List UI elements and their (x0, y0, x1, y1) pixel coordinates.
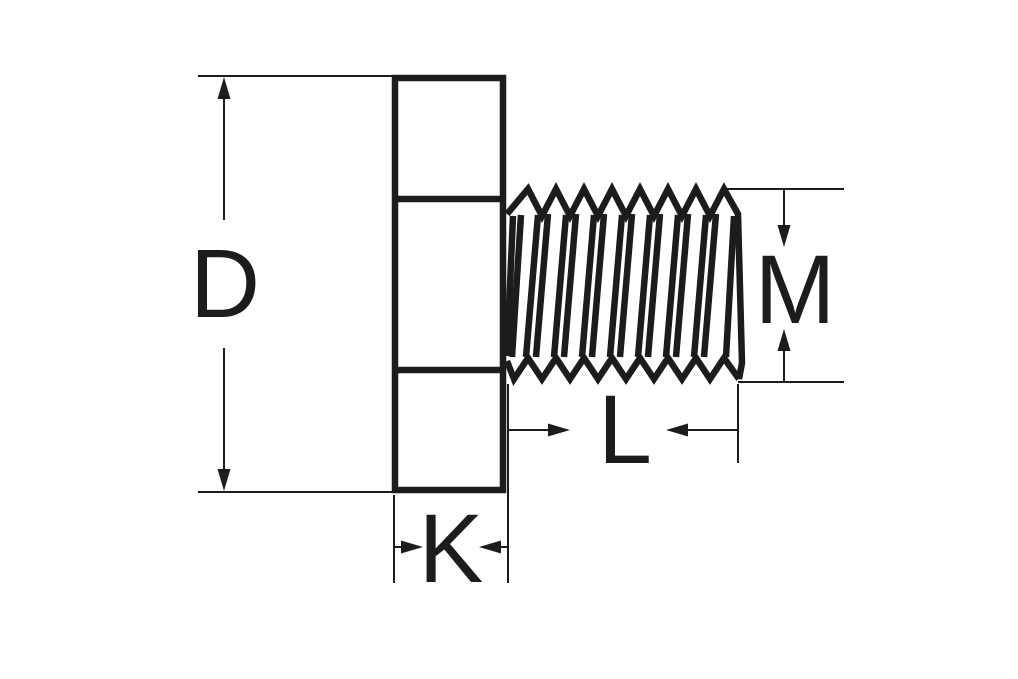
dimension-m: M (722, 188, 844, 383)
l-arrow-left (666, 423, 688, 437)
m-arrow-up (777, 329, 791, 351)
l-arrow-right (548, 423, 570, 437)
thread-profile (503, 181, 746, 387)
bolt-head (391, 74, 507, 494)
l-label: L (598, 375, 652, 484)
thread-bottom-crest (503, 352, 742, 387)
thread-flank-lines (503, 213, 738, 358)
dimension-d: D (190, 75, 394, 493)
d-label: D (190, 229, 260, 338)
k-label: K (419, 494, 484, 603)
dimension-l: L (507, 375, 739, 583)
dimension-k: K (393, 494, 508, 603)
k-arrow-right (401, 540, 423, 554)
m-label: M (755, 235, 836, 344)
bolt-head-outline (391, 74, 507, 494)
m-arrow-down (777, 225, 791, 247)
k-arrow-left (479, 540, 501, 554)
d-arrow-down (217, 469, 231, 491)
d-arrow-up (217, 77, 231, 99)
